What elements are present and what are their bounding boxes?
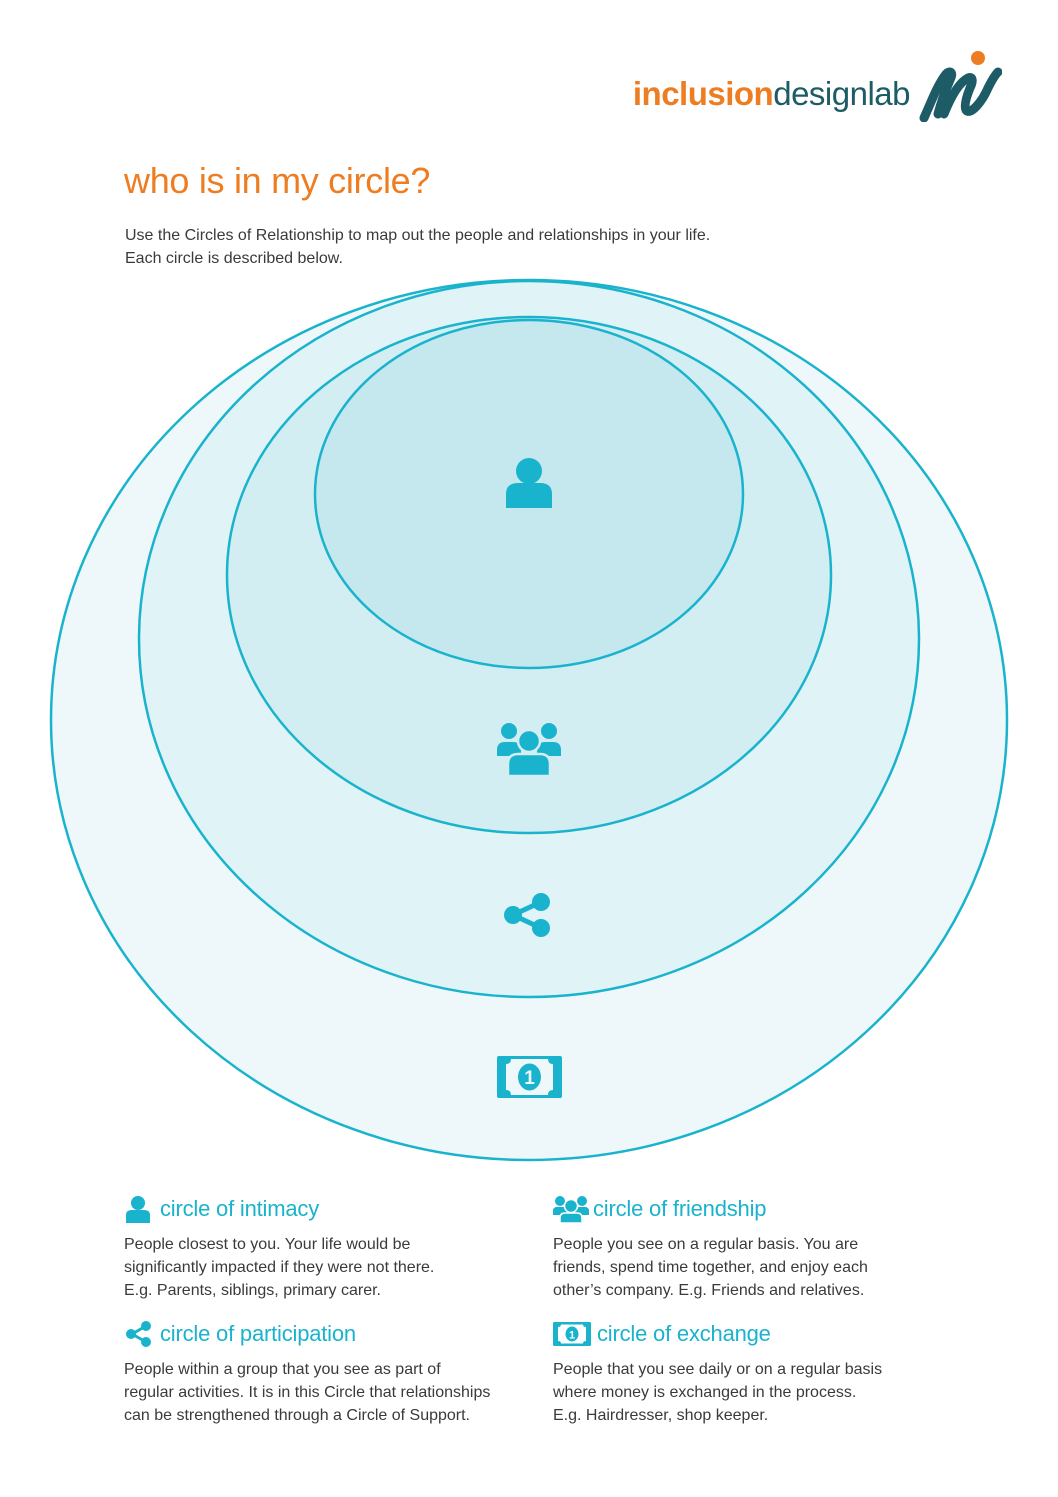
legend-exchange: 1 circle of exchange People that you see… bbox=[553, 1318, 943, 1427]
desc-line: E.g. Parents, siblings, primary carer. bbox=[124, 1282, 381, 1299]
desc-line: People closest to you. Your life would b… bbox=[124, 1236, 411, 1253]
money-icon: 1 bbox=[553, 1322, 591, 1346]
desc-line: other’s company. E.g. Friends and relati… bbox=[553, 1282, 865, 1299]
brand-name-part1: inclusion bbox=[632, 75, 774, 112]
legend-participation: circle of participation People within a … bbox=[124, 1318, 514, 1427]
brand-name-part2: designlab bbox=[773, 75, 910, 112]
legend-intimacy: circle of intimacy People closest to you… bbox=[124, 1193, 514, 1302]
brand-wordmark: inclusiondesignlab bbox=[632, 75, 911, 112]
brand-logo: inclusiondesignlab bbox=[632, 51, 1002, 122]
desc-line: friends, spend time together, and enjoy … bbox=[553, 1259, 868, 1276]
intro-line-2: Each circle is described below. bbox=[125, 250, 343, 267]
legend-intimacy-desc: People closest to you. Your life would b… bbox=[124, 1233, 514, 1302]
person-icon bbox=[126, 1196, 150, 1223]
legend-exchange-desc: People that you see daily or on a regula… bbox=[553, 1358, 943, 1427]
desc-line: People that you see daily or on a regula… bbox=[553, 1361, 883, 1378]
group-icon bbox=[497, 723, 561, 778]
desc-line: People you see on a regular basis. You a… bbox=[553, 1236, 859, 1253]
desc-line: People within a group that you see as pa… bbox=[124, 1361, 441, 1378]
legend-friendship: circle of friendship People you see on a… bbox=[553, 1193, 943, 1302]
share-icon bbox=[126, 1321, 151, 1347]
money-icon: 1 bbox=[497, 1056, 562, 1098]
intro-line-1: Use the Circles of Relationship to map o… bbox=[125, 227, 711, 244]
share-icon bbox=[504, 893, 550, 937]
intro-text: Use the Circles of Relationship to map o… bbox=[125, 224, 845, 270]
desc-line: where money is exchanged in the process. bbox=[553, 1384, 857, 1401]
legend-participation-desc: People within a group that you see as pa… bbox=[124, 1358, 514, 1427]
legend-exchange-title: circle of exchange bbox=[597, 1321, 771, 1346]
desc-line: E.g. Hairdresser, shop keeper. bbox=[553, 1407, 769, 1424]
legend-friendship-title: circle of friendship bbox=[593, 1196, 767, 1221]
legend-friendship-desc: People you see on a regular basis. You a… bbox=[553, 1233, 943, 1302]
person-icon bbox=[506, 458, 552, 508]
desc-line: can be strengthened through a Circle of … bbox=[124, 1407, 470, 1424]
legend-intimacy-title: circle of intimacy bbox=[160, 1196, 319, 1221]
brand-mark-icon bbox=[919, 51, 1002, 122]
svg-text:1: 1 bbox=[569, 1330, 575, 1342]
svg-text:1: 1 bbox=[524, 1068, 535, 1089]
desc-line: significantly impacted if they were not … bbox=[124, 1259, 435, 1276]
legend-participation-title: circle of participation bbox=[160, 1321, 356, 1346]
page-title: who is in my circle? bbox=[124, 160, 431, 201]
group-icon bbox=[553, 1196, 589, 1223]
desc-line: regular activities. It is in this Circle… bbox=[124, 1384, 491, 1401]
